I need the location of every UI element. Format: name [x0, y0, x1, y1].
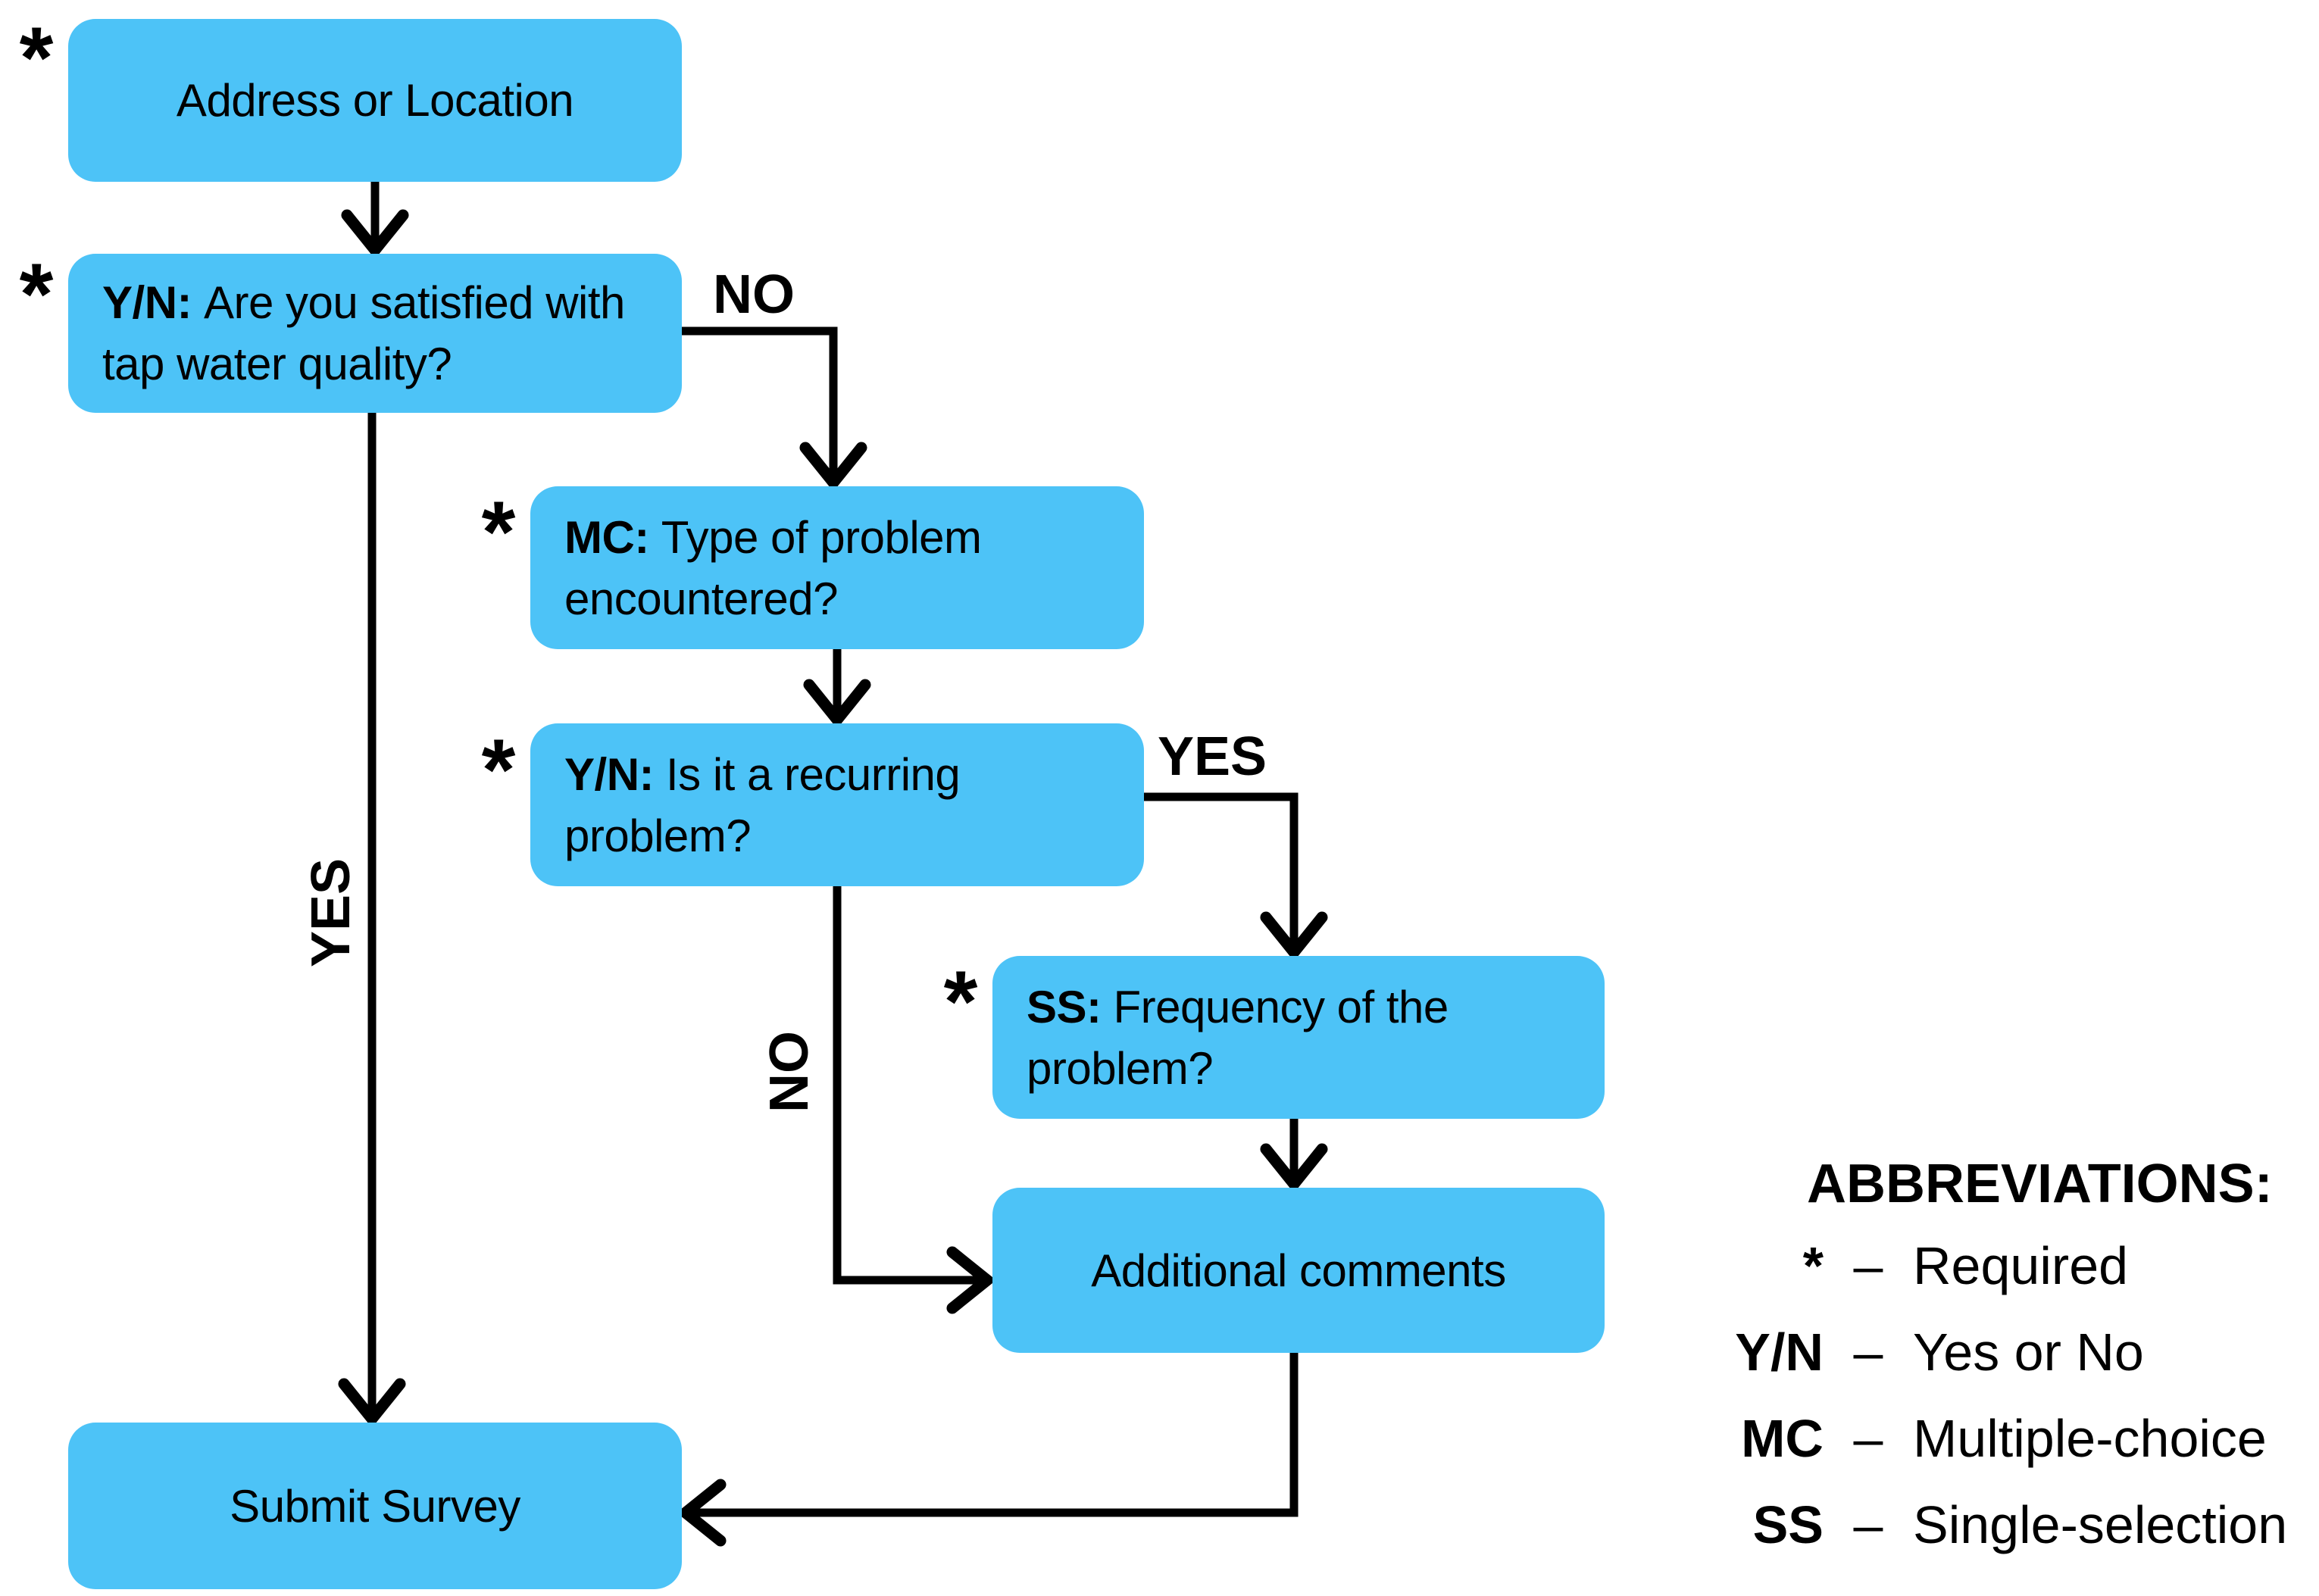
node-recurring-label: Is it a recurring problem? — [564, 748, 961, 861]
node-address: Address or Location — [68, 19, 682, 182]
edge-satisfied-yes-to-submit — [338, 411, 406, 1428]
node-satisfied-label: Are you satisfied with tap water quality… — [102, 277, 625, 389]
node-recurring-text: Y/N:Is it a recurring problem? — [564, 744, 1099, 867]
required-marker-problem-type: * — [481, 484, 516, 581]
edge-comments-to-submit — [677, 1353, 1299, 1547]
edge-address-to-satisfied — [341, 182, 409, 259]
legend-row-required: * – Required — [1721, 1223, 2319, 1309]
node-submit-label: Submit Survey — [230, 1480, 520, 1532]
node-comments-label: Additional comments — [1091, 1245, 1506, 1296]
node-recurring-prefix: Y/N: — [564, 748, 655, 800]
legend-key-required: * — [1802, 1236, 1824, 1295]
legend-title: ABBREVIATIONS: — [1807, 1154, 2273, 1214]
legend-key-yes-no: Y/N — [1735, 1323, 1824, 1382]
legend-dash-icon: – — [1853, 1409, 1883, 1468]
branch-label-yes-vertical: YES — [301, 857, 361, 968]
edge-recurring-no-to-comments — [833, 886, 996, 1314]
node-satisfied: Y/N:Are you satisfied with tap water qua… — [68, 254, 682, 413]
legend-value-multiple-choice: Multiple-choice — [1913, 1409, 2267, 1468]
edge-frequency-to-comments — [1260, 1119, 1328, 1193]
required-marker-frequency: * — [943, 954, 978, 1051]
legend-dash-icon: – — [1853, 1236, 1883, 1295]
node-address-label: Address or Location — [176, 75, 574, 126]
legend-value-required: Required — [1913, 1236, 2129, 1295]
required-marker-recurring: * — [481, 722, 516, 819]
node-satisfied-prefix: Y/N: — [102, 277, 192, 328]
legend-row-single-selection: SS – Single-selection — [1721, 1482, 2319, 1568]
required-marker-satisfied: * — [19, 246, 54, 343]
legend-row-yes-no: Y/N – Yes or No — [1721, 1309, 2319, 1395]
node-frequency: SS:Frequency of the problem? — [992, 956, 1605, 1119]
abbreviations-legend: * – Required Y/N – Yes or No MC – Multip… — [1721, 1223, 2319, 1568]
node-submit: Submit Survey — [68, 1423, 682, 1589]
node-frequency-prefix: SS: — [1027, 981, 1102, 1032]
node-problem-type-text: MC:Type of problem encountered? — [564, 507, 1099, 629]
legend-dash-icon: – — [1853, 1495, 1883, 1554]
edge-problem-type-to-recurring — [803, 649, 871, 729]
node-frequency-label: Frequency of the problem? — [1027, 981, 1449, 1094]
node-recurring: Y/N:Is it a recurring problem? — [530, 723, 1144, 886]
legend-dash-icon: – — [1853, 1323, 1883, 1382]
node-comments: Additional comments — [992, 1188, 1605, 1353]
legend-value-yes-no: Yes or No — [1913, 1323, 2144, 1382]
legend-value-single-selection: Single-selection — [1913, 1495, 2288, 1554]
node-frequency-text: SS:Frequency of the problem? — [1027, 976, 1559, 1099]
legend-key-single-selection: SS — [1752, 1495, 1824, 1554]
edge-satisfied-no-to-problem-type — [682, 326, 867, 492]
node-satisfied-text: Y/N:Are you satisfied with tap water qua… — [102, 272, 636, 395]
required-marker-address: * — [19, 10, 54, 107]
branch-label-no-vertical: NO — [759, 1031, 820, 1113]
node-problem-type-prefix: MC: — [564, 511, 649, 563]
branch-label-no-top: NO — [713, 264, 795, 325]
node-problem-type-label: Type of problem encountered? — [564, 511, 982, 624]
branch-label-yes-right: YES — [1157, 726, 1267, 787]
legend-row-multiple-choice: MC – Multiple-choice — [1721, 1395, 2319, 1482]
node-problem-type: MC:Type of problem encountered? — [530, 486, 1144, 649]
edge-recurring-yes-to-frequency — [1136, 792, 1328, 961]
legend-key-multiple-choice: MC — [1741, 1409, 1824, 1468]
